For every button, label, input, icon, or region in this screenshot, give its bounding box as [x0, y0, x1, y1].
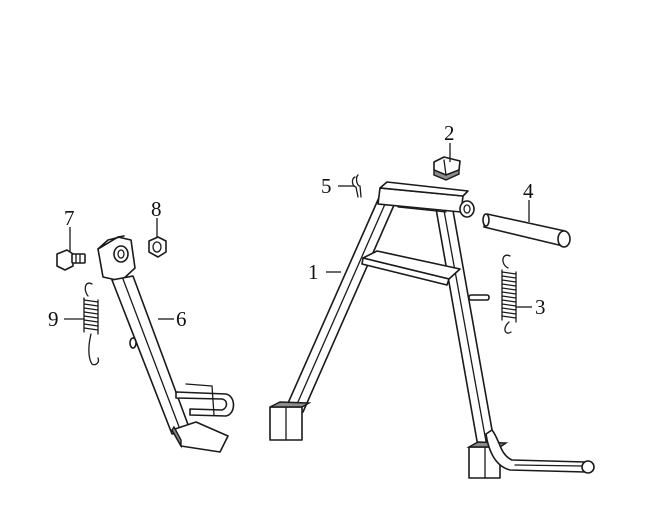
callout-9: 9 — [48, 307, 59, 331]
leader-lines — [64, 143, 532, 320]
callout-2: 2 — [444, 121, 455, 145]
cotter-pin — [351, 174, 362, 198]
bolt — [56, 249, 86, 271]
callouts: 1 2 3 4 5 6 7 8 9 — [48, 121, 546, 331]
callout-1: 1 — [308, 260, 319, 284]
callout-4: 4 — [523, 179, 534, 203]
bracket-clip — [433, 156, 461, 181]
pivot-pin — [482, 213, 571, 248]
callout-6: 6 — [176, 307, 187, 331]
callout-3: 3 — [535, 295, 546, 319]
callout-8: 8 — [151, 197, 162, 221]
side-stand — [97, 235, 235, 453]
nut — [148, 236, 167, 258]
callout-5: 5 — [321, 174, 332, 198]
side-stand-spring — [83, 282, 100, 366]
main-stand — [269, 181, 595, 479]
main-stand-spring — [501, 254, 517, 334]
callout-7: 7 — [64, 206, 75, 230]
